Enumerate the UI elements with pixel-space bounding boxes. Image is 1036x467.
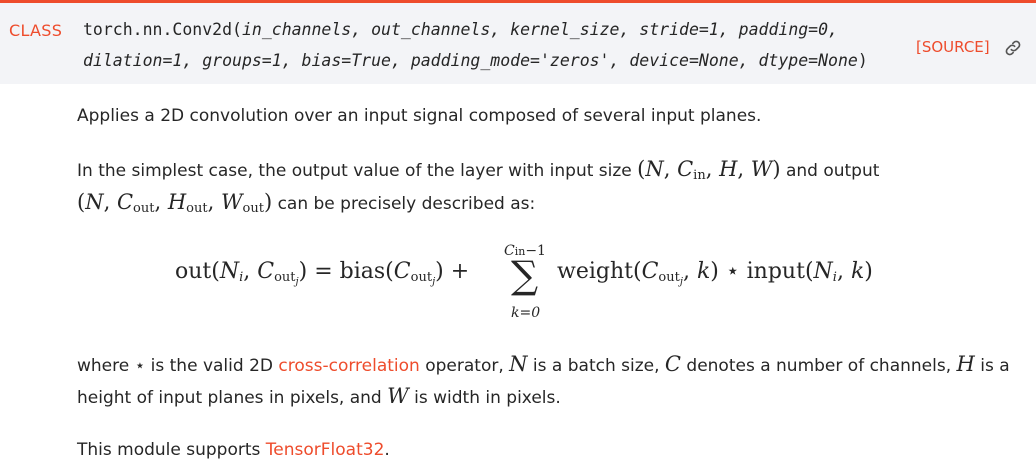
output-size-math: (N, Cout, Hout, Wout) — [77, 190, 273, 216]
intro-paragraph: Applies a 2D convolution over an input s… — [77, 106, 762, 126]
class-label: CLASS — [9, 21, 63, 40]
para3-text-c: is a batch size, — [527, 356, 665, 376]
close-paren: ) — [857, 51, 868, 70]
qualified-name: torch.nn.Conv2d( — [83, 20, 242, 39]
paragraph-2-line-2: (N, Cout, Hout, Wout) can be precisely d… — [77, 186, 535, 225]
paragraph-3-line-2: height of input planes in pixels, and W … — [77, 380, 561, 414]
math-N: N — [509, 352, 528, 376]
para3-line2-b: is width in pixels. — [408, 388, 561, 408]
input-size-math: (N, Cin, H, W) — [637, 157, 781, 183]
weight-fn: weight( — [557, 259, 642, 284]
cross-correlation-link[interactable]: cross-correlation — [278, 356, 420, 376]
params-line-1: in_channels, out_channels, kernel_size, … — [241, 20, 838, 39]
link-icon[interactable] — [1003, 38, 1023, 58]
math-H: H — [956, 352, 975, 376]
formula-lhs: out(Ni, Coutj) = bias(Coutj) + — [175, 259, 470, 288]
para2-text-c: can be precisely described as: — [272, 194, 536, 214]
out-fn: out( — [175, 259, 220, 284]
para3-text-d: denotes a number of channels, — [681, 356, 957, 376]
para3-text-b: operator, — [419, 356, 510, 376]
params-line-2: dilation=1, groups=1, bias=True, padding… — [83, 51, 858, 70]
para2-text-a: In the simplest case, the output value o… — [77, 161, 638, 181]
sum-lower-limit: k=0 — [511, 305, 541, 321]
signature-line-1: torch.nn.Conv2d(in_channels, out_channel… — [83, 20, 838, 39]
para4-text-b: . — [384, 440, 390, 460]
math-C: C — [664, 352, 681, 376]
sum-upper-limit: Cin−1 — [504, 243, 546, 259]
paragraph-3-line-1: where ⋆ is the valid 2D cross-correlatio… — [77, 348, 1010, 382]
signature-line-2: dilation=1, groups=1, bias=True, padding… — [83, 51, 868, 70]
tensorfloat32-link[interactable]: TensorFloat32 — [265, 440, 385, 460]
para3-text-e: is a — [974, 356, 1010, 376]
math-W: W — [387, 384, 409, 408]
para2-text-b: and output — [780, 161, 880, 181]
source-link[interactable]: [SOURCE] — [916, 38, 990, 56]
paragraph-4: This module supports TensorFloat32. — [77, 434, 390, 466]
formula-rhs: weight(Coutj, k) ⋆ input(Ni, k) — [557, 259, 873, 288]
paragraph-2-line-1: In the simplest case, the output value o… — [77, 153, 879, 192]
input-fn: input( — [746, 259, 814, 284]
para3-text-a: where ⋆ is the valid 2D — [77, 356, 279, 376]
para4-text-a: This module supports — [77, 440, 266, 460]
signature-block: CLASS torch.nn.Conv2d(in_channels, out_c… — [0, 0, 1036, 84]
summation-sigma: ∑ — [511, 253, 539, 297]
para3-line2-a: height of input planes in pixels, and — [77, 388, 388, 408]
